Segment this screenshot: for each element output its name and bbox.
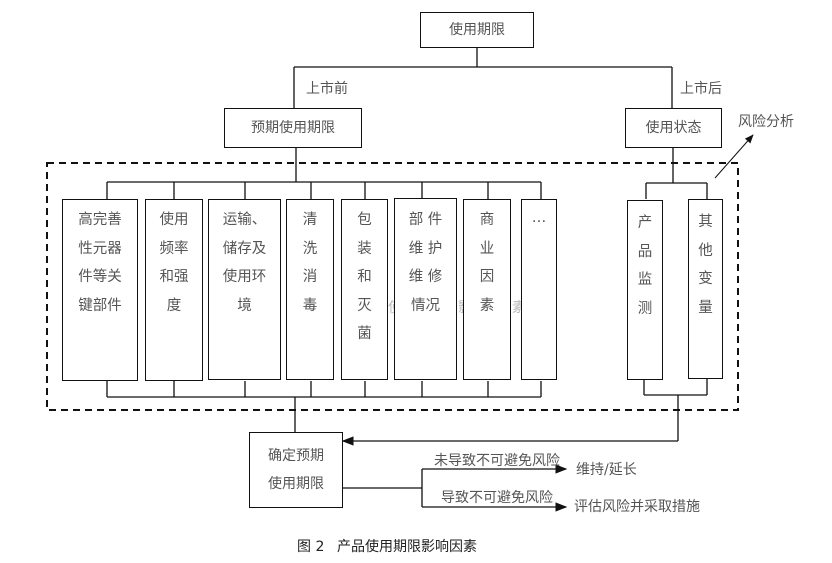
factor-label: 使用频率和强度 <box>159 212 189 314</box>
outcome-result-2: 评估风险并采取措施 <box>574 499 700 515</box>
decision-node: 确定预期使用期限 <box>249 432 343 508</box>
post-market-label: 上市后 <box>680 81 722 97</box>
factor-label: 包装和灭菌 <box>357 212 372 342</box>
factor-box-maintenance: 部 件维 护维 修情况 <box>394 198 457 380</box>
pre-market-label: 上市前 <box>306 81 348 97</box>
expected-lifetime-node: 预期使用期限 <box>224 108 362 148</box>
factor-box-cleaning: 清洗消毒 <box>286 199 334 380</box>
factor-label: 运输、储存及使用环境 <box>222 212 267 314</box>
factor-label: 清洗消毒 <box>302 212 318 314</box>
decision-label: 确定预期使用期限 <box>268 448 324 492</box>
risk-analysis-arrow <box>714 134 754 179</box>
root-label: 使用期限 <box>449 22 505 38</box>
factor-box-packaging: 包装和灭菌 <box>341 199 388 380</box>
factor-box-transport-storage: 运输、储存及使用环境 <box>208 199 281 380</box>
factor-label: 商业因素 <box>479 212 495 314</box>
factor-group-dashed-box <box>46 162 739 411</box>
figure-title: 产品使用期限影响因素 <box>337 539 477 555</box>
factor-box-other-variables: 其他变量 <box>688 199 723 379</box>
factor-label: 高完善性元器件等关键部件 <box>78 212 122 314</box>
factor-label: 其他变量 <box>698 214 713 316</box>
factor-box-usage-frequency: 使用频率和强度 <box>145 199 203 381</box>
usage-state-label: 使用状态 <box>645 120 702 136</box>
factor-label: 产品监测 <box>637 215 653 317</box>
figure-number: 图 2 <box>297 539 325 555</box>
usage-state-node: 使用状态 <box>625 108 722 148</box>
factor-box-product-monitoring: 产品监测 <box>627 200 663 380</box>
factor-label: 部 件维 护维 修情况 <box>408 212 443 314</box>
outcome-condition-2: 导致不可避免风险 <box>441 490 553 506</box>
root-node: 使用期限 <box>420 12 534 48</box>
expected-lifetime-label: 预期使用期限 <box>251 120 335 136</box>
factor-box-critical-parts: 高完善性元器件等关键部件 <box>62 199 138 381</box>
ellipsis-label: … <box>531 210 547 226</box>
factor-box-more: … <box>521 199 557 380</box>
outcome-condition-1: 未导致不可避免风险 <box>434 453 560 469</box>
factor-box-commercial: 商业因素 <box>463 199 511 380</box>
outcome-result-1: 维持/延长 <box>576 462 637 478</box>
risk-analysis-label: 风险分析 <box>738 114 794 130</box>
